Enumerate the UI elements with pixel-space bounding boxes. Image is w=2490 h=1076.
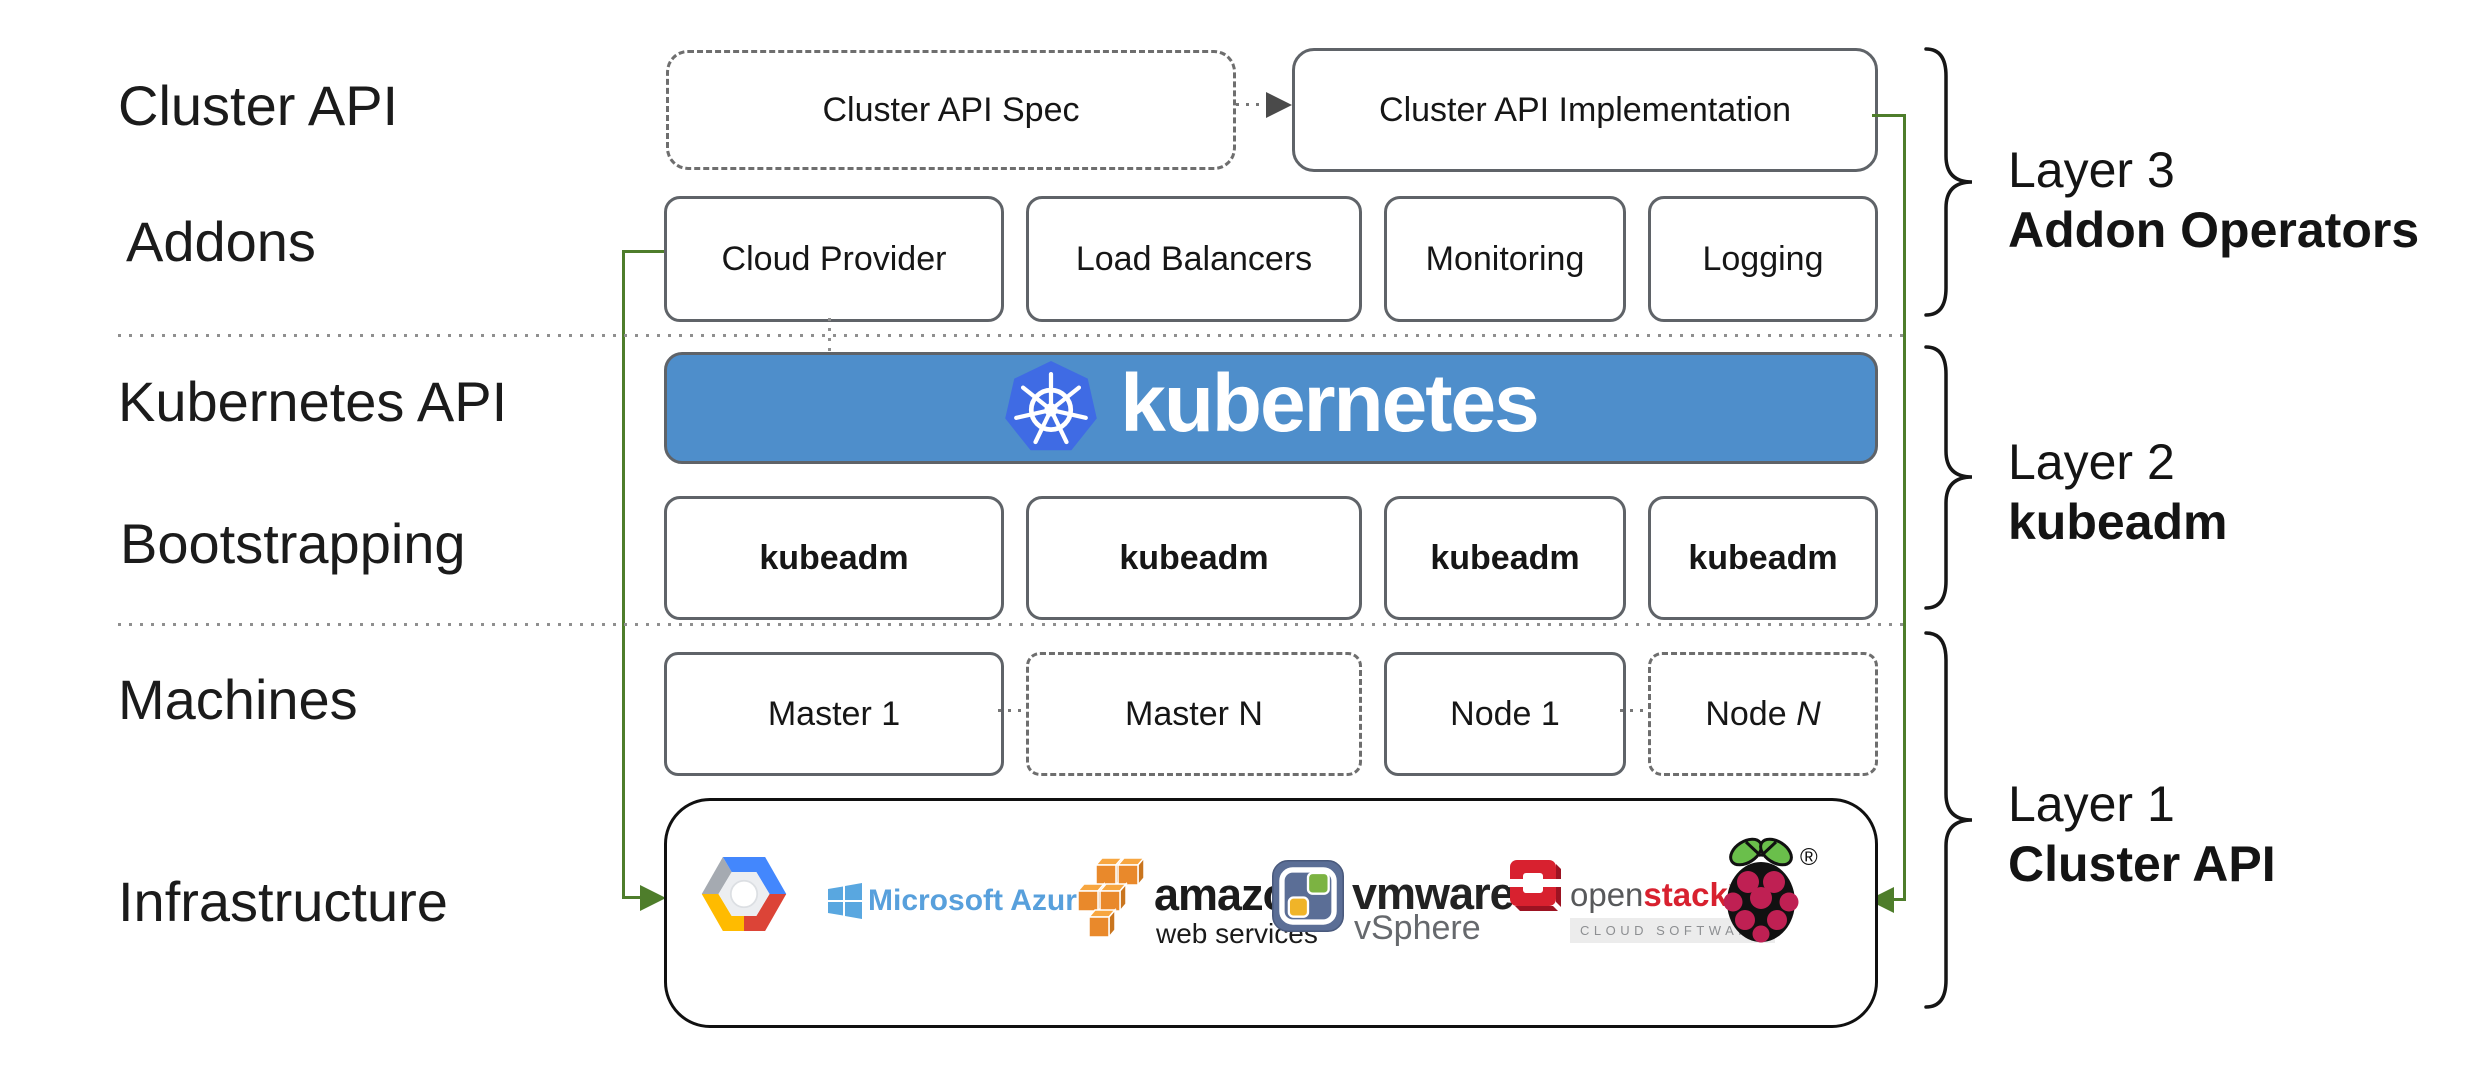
machine-node-n-suffix: N (1796, 694, 1821, 733)
kubernetes-banner: kubernetes (664, 352, 1878, 464)
kubernetes-wordmark: kubernetes (1120, 358, 1540, 449)
microsoft-azure-icon (828, 883, 862, 919)
green-connector-right-vertical (1903, 114, 1906, 901)
layer-2-subtitle: kubeadm (2008, 494, 2228, 550)
raspberry-pi-icon (1723, 837, 1799, 943)
machine-box-master-n: Master N (1026, 652, 1362, 776)
addon-box-cloud-provider: Cloud Provider (664, 196, 1004, 322)
layer-1-title: Layer 1 (2008, 776, 2175, 832)
addon-box-logging: Logging (1648, 196, 1878, 322)
layer-3-brace-icon (1924, 47, 1973, 317)
infrastructure-box (664, 798, 1878, 1028)
layer-1-subtitle: Cluster API (2008, 836, 2276, 892)
machine-box-node-n: Node N (1648, 652, 1878, 776)
row-label-infrastructure: Infrastructure (118, 870, 448, 933)
layer-2-brace-icon (1924, 345, 1973, 610)
green-connector-left-bottom (622, 896, 644, 899)
row-label-bootstrapping: Bootstrapping (120, 512, 466, 575)
cloud-provider-to-kubernetes-dotted-line (828, 318, 831, 352)
vsphere-label: vSphere (1354, 909, 1481, 947)
spec-to-impl-arrowhead-icon (1266, 92, 1292, 118)
openstack-open-text: open (1570, 876, 1644, 913)
addon-box-load-balancers: Load Balancers (1026, 196, 1362, 322)
layer-1-label: Layer 1 Cluster API (2008, 774, 2276, 894)
dotted-separator-top (118, 334, 1904, 337)
layer-1-brace-icon (1924, 631, 1973, 1009)
layer-3-title: Layer 3 (2008, 142, 2175, 198)
vmware-vsphere-icon (1272, 860, 1344, 932)
green-connector-left-top (622, 250, 664, 253)
addon-box-monitoring: Monitoring (1384, 196, 1626, 322)
dotted-separator-bottom (118, 623, 1904, 626)
row-label-machines: Machines (118, 668, 358, 731)
openstack-stack-text: stack (1643, 876, 1728, 913)
raspberry-pi-reg-mark: ® (1800, 844, 1818, 871)
cluster-api-implementation-box: Cluster API Implementation (1292, 48, 1878, 172)
microsoft-azure-label: Microsoft Azure (868, 884, 1094, 917)
green-arrow-right-icon (640, 885, 666, 911)
kubernetes-logo-icon (1005, 361, 1098, 451)
openstack-icon (1508, 860, 1562, 911)
layer-3-subtitle: Addon Operators (2008, 202, 2420, 258)
row-label-kubernetes-api: Kubernetes API (118, 370, 508, 433)
kubeadm-box-1: kubeadm (664, 496, 1004, 620)
vmware-label: vmware® (1352, 866, 1524, 916)
green-connector-right-top (1872, 114, 1906, 117)
layer-2-label: Layer 2 kubeadm (2008, 432, 2228, 552)
green-connector-left-vertical (622, 250, 625, 898)
cluster-api-spec-box: Cluster API Spec (666, 50, 1236, 170)
aws-icon (1076, 858, 1145, 938)
google-cloud-icon (701, 857, 787, 931)
row-label-addons: Addons (126, 210, 316, 273)
layer-2-title: Layer 2 (2008, 434, 2175, 490)
node-dotted-connector (1620, 709, 1648, 712)
machine-box-node-1: Node 1 (1384, 652, 1626, 776)
kubeadm-box-2: kubeadm (1026, 496, 1362, 620)
kubeadm-box-4: kubeadm (1648, 496, 1878, 620)
master-dotted-connector (998, 709, 1026, 712)
row-label-cluster-api: Cluster API (118, 74, 399, 137)
spec-to-impl-dotted-line (1236, 103, 1268, 106)
machine-node-n-label: Node (1705, 694, 1787, 733)
layer-3-label: Layer 3 Addon Operators (2008, 140, 2419, 260)
machine-box-master-1: Master 1 (664, 652, 1004, 776)
green-connector-right-bottom (1894, 898, 1906, 901)
kubeadm-box-3: kubeadm (1384, 496, 1626, 620)
